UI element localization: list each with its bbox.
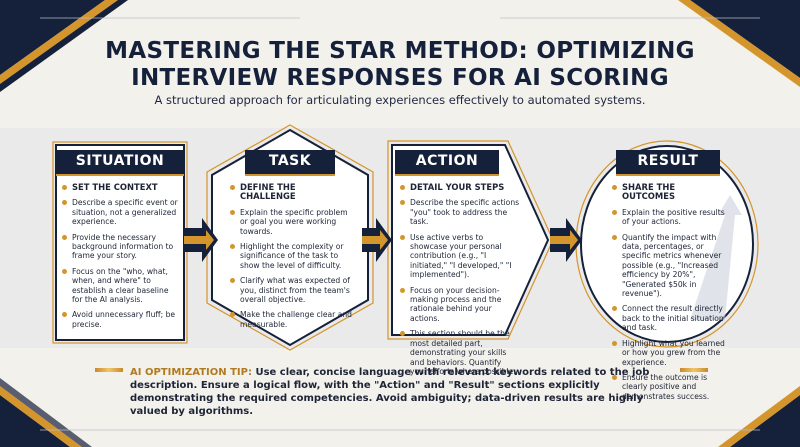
list-item: Ensure the outcome is clearly positive a… bbox=[612, 373, 730, 401]
result-label: RESULT bbox=[637, 153, 699, 169]
action-content: DETAIL YOUR STEPS Describe the specific … bbox=[400, 182, 520, 382]
list-item: Provide the necessary background informa… bbox=[62, 233, 180, 261]
action-heading: DETAIL YOUR STEPS bbox=[400, 182, 520, 192]
title-line-2: INTERVIEW RESPONSES FOR AI SCORING bbox=[131, 65, 669, 91]
task-label: TASK bbox=[268, 153, 312, 169]
list-item: Make the challenge clear and measurable. bbox=[230, 310, 354, 329]
list-item: Describe the specific actions "you" took… bbox=[400, 198, 520, 226]
list-item: Describe a specific event or situation, … bbox=[62, 198, 180, 226]
tip-text: Use clear, concise language with relevan… bbox=[130, 367, 650, 417]
situation-label: SITUATION bbox=[75, 153, 165, 169]
list-item: Highlight the complexity or significance… bbox=[230, 242, 354, 270]
action-label: ACTION bbox=[415, 153, 479, 169]
situation-heading: SET THE CONTEXT bbox=[62, 182, 180, 192]
list-item: Connect the result directly back to the … bbox=[612, 304, 730, 332]
situation-content: SET THE CONTEXT Describe a specific even… bbox=[62, 182, 180, 335]
list-item: Clarify what was expected of you, distin… bbox=[230, 276, 354, 304]
tip-label: AI OPTIMIZATION TIP: bbox=[130, 367, 252, 378]
result-content: SHARE THE OUTCOMES Explain the positive … bbox=[612, 182, 730, 407]
page-title: MASTERING THE STAR METHOD: OPTIMIZING IN… bbox=[0, 38, 800, 92]
task-heading: DEFINE THE CHALLENGE bbox=[230, 182, 354, 202]
result-heading: SHARE THE OUTCOMES bbox=[612, 182, 730, 202]
ai-optimization-tip: AI OPTIMIZATION TIP: Use clear, concise … bbox=[130, 366, 670, 418]
list-item: Highlight what you learned or how you gr… bbox=[612, 339, 730, 367]
list-item: Explain the specific problem or goal you… bbox=[230, 208, 354, 236]
list-item: This section should be the most detailed… bbox=[400, 329, 520, 376]
task-content: DEFINE THE CHALLENGE Explain the specifi… bbox=[230, 182, 354, 335]
title-line-1: MASTERING THE STAR METHOD: OPTIMIZING bbox=[105, 38, 695, 64]
list-item: Focus on the "who, what, when, and where… bbox=[62, 267, 180, 305]
list-item: Focus on your decision-making process an… bbox=[400, 286, 520, 324]
list-item: Explain the positive results of your act… bbox=[612, 208, 730, 227]
list-item: Use active verbs to showcase your person… bbox=[400, 233, 520, 280]
list-item: Avoid unnecessary fluff; be precise. bbox=[62, 310, 180, 329]
page-subtitle: A structured approach for articulating e… bbox=[154, 93, 646, 107]
list-item: Quantify the impact with data, percentag… bbox=[612, 233, 730, 299]
